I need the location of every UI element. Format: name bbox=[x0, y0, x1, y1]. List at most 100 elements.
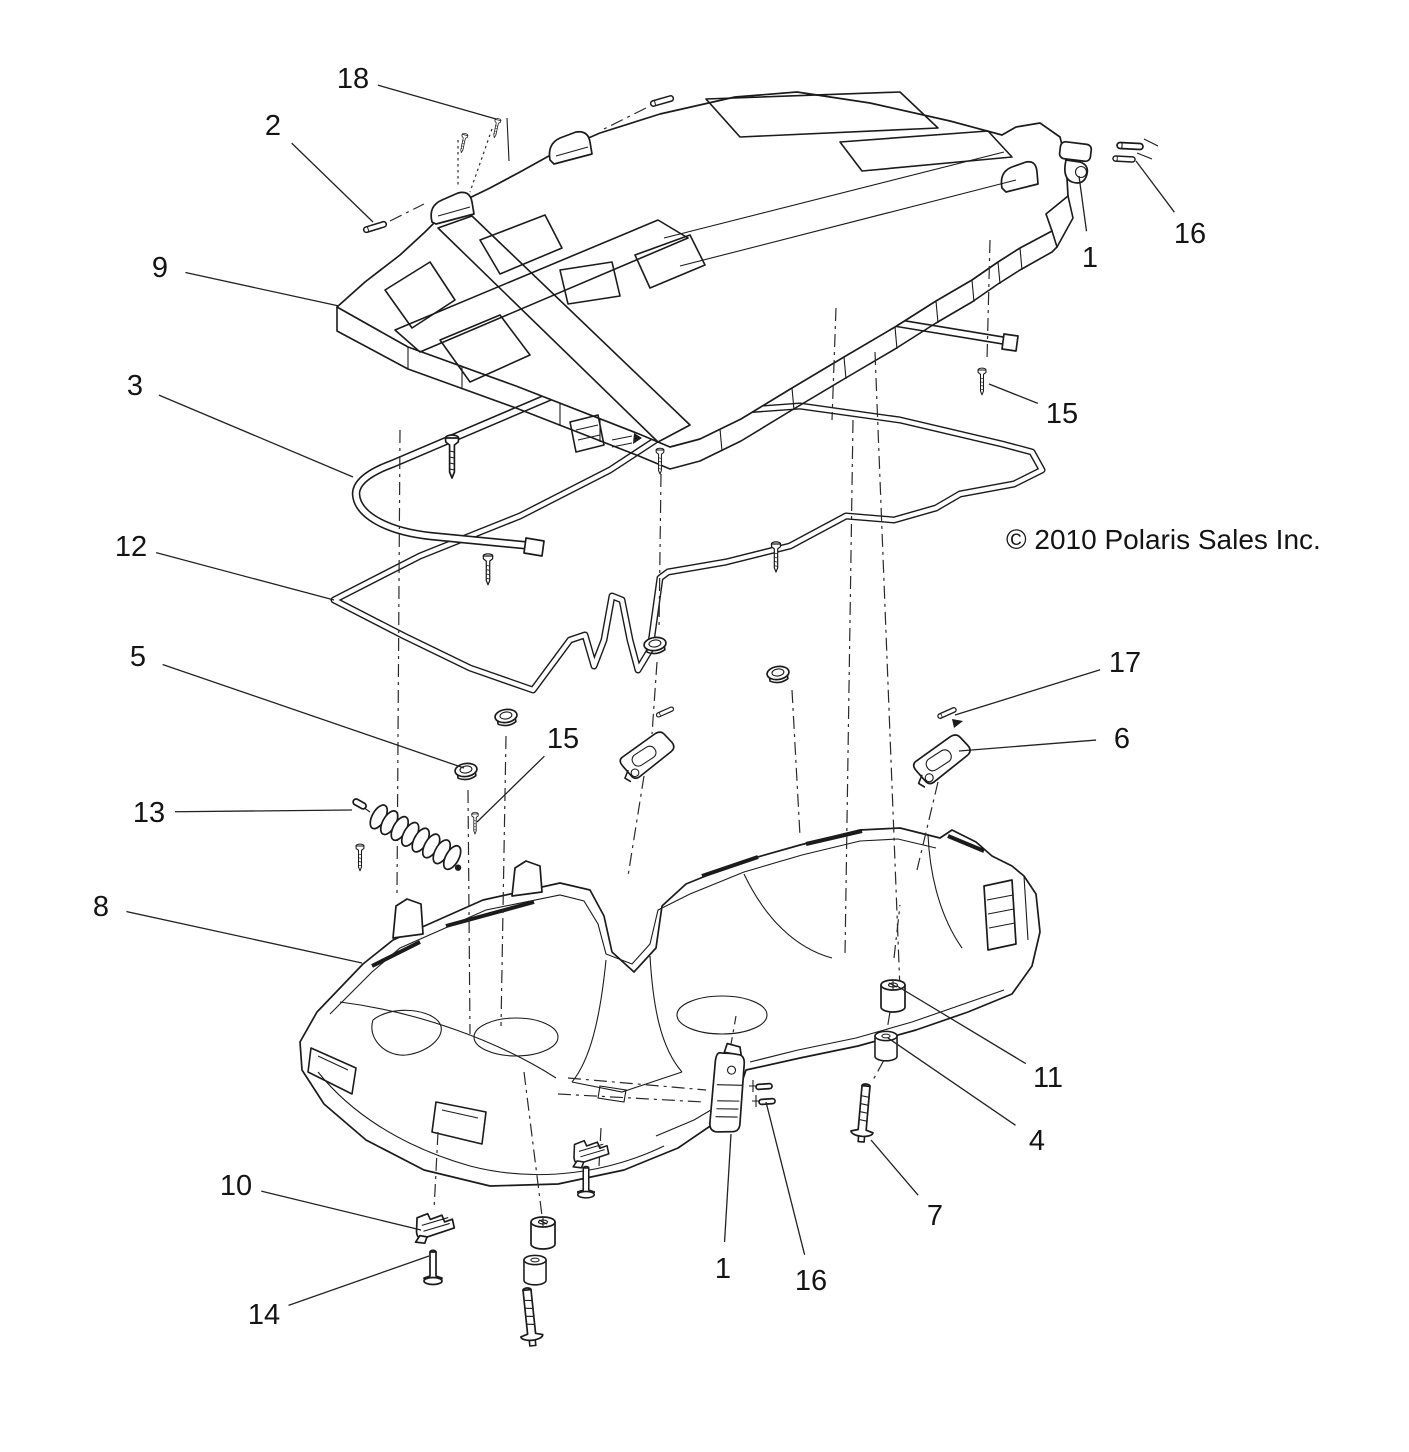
pin-top bbox=[649, 94, 675, 108]
latch-1-bottom bbox=[709, 1042, 746, 1133]
screw-18-left bbox=[458, 132, 469, 154]
callout-label-14: 14 bbox=[248, 1299, 280, 1331]
lid-rear-hole-2 bbox=[839, 130, 1013, 172]
callout-label-12: 12 bbox=[115, 531, 147, 563]
lid-front-skirt bbox=[336, 230, 1058, 470]
screw-mount-1 bbox=[444, 434, 460, 479]
callout-label-13: 13 bbox=[133, 797, 165, 829]
screws-16-bottom bbox=[749, 1080, 776, 1107]
tub-mount-ear-left bbox=[392, 898, 424, 939]
callout-label-1a: 1 bbox=[1082, 242, 1098, 274]
screw-15-top bbox=[977, 367, 987, 396]
lid-hole-2 bbox=[439, 314, 531, 383]
lid-hinge-clip-right bbox=[1000, 160, 1039, 193]
clip-10 bbox=[411, 1210, 457, 1245]
leader-line-18 bbox=[377, 84, 497, 120]
leader-line-9 bbox=[185, 271, 340, 307]
callout-label-15b: 15 bbox=[547, 723, 579, 755]
leader-line-12 bbox=[155, 552, 335, 601]
bushing-4 bbox=[874, 1030, 898, 1062]
tub-handle-cutout-center bbox=[431, 1101, 487, 1145]
pin-17-mate bbox=[655, 705, 675, 719]
lid-hinge-clip-left bbox=[430, 191, 475, 225]
hinge-bracket-1 bbox=[1058, 140, 1093, 184]
projection-lines bbox=[389, 107, 991, 1217]
tub-latch-bracket-right bbox=[983, 879, 1017, 951]
leader-line-11 bbox=[896, 985, 1027, 1065]
lid-hole-4 bbox=[634, 234, 706, 289]
callout-label-11: 11 bbox=[1033, 1062, 1063, 1094]
pin-2 bbox=[362, 220, 388, 234]
leader-line-10 bbox=[261, 1190, 422, 1231]
tub-outline bbox=[299, 827, 1041, 1187]
screw-18-right bbox=[491, 117, 502, 139]
callout-label-18: 18 bbox=[337, 63, 369, 95]
plug-grommet-3 bbox=[642, 635, 669, 656]
latch-striker-6 bbox=[905, 730, 976, 791]
small-parts bbox=[352, 94, 1159, 1348]
callout-label-16b: 16 bbox=[795, 1265, 827, 1297]
leader-line-16a bbox=[1135, 160, 1175, 213]
leader-line-1b bbox=[723, 1133, 732, 1243]
plug-grommet-4 bbox=[765, 664, 792, 685]
bolt-bottom bbox=[515, 1286, 545, 1348]
screw-mount-3 bbox=[655, 447, 665, 475]
tub-interior-curves bbox=[317, 834, 963, 1176]
leader-line-4 bbox=[887, 1037, 1016, 1126]
leader-line-16b bbox=[765, 1101, 806, 1255]
callout-label-3: 3 bbox=[127, 370, 143, 402]
callout-label-9: 9 bbox=[152, 252, 168, 284]
rail-open-end-rear bbox=[1001, 333, 1019, 352]
screw-14 bbox=[423, 1249, 443, 1286]
bolt-7 bbox=[849, 1082, 878, 1144]
pin-17 bbox=[936, 706, 958, 720]
bushing-bottom-2 bbox=[523, 1254, 547, 1286]
tub-center-channel bbox=[571, 955, 683, 1093]
leader-line-17 bbox=[954, 669, 1101, 716]
screw-mount-4 bbox=[770, 541, 782, 573]
leader-line-7 bbox=[870, 1139, 919, 1196]
lid-skirt-ticks bbox=[407, 247, 1023, 452]
callout-label-15a: 15 bbox=[1046, 398, 1078, 430]
leader-line-6 bbox=[958, 739, 1097, 752]
callout-label-8: 8 bbox=[93, 891, 109, 923]
tub-handle-cutout-left bbox=[307, 1047, 357, 1095]
lid-center-recess bbox=[559, 261, 621, 305]
screw-spring-anchor bbox=[355, 843, 365, 872]
latch-striker-mid bbox=[612, 727, 679, 785]
rail-open-end-front bbox=[523, 537, 545, 557]
seal-gasket bbox=[330, 402, 1046, 694]
storage-box-tub bbox=[299, 827, 1041, 1187]
leader-line-2 bbox=[291, 142, 374, 223]
lid-x-brace-band-2 bbox=[394, 219, 689, 353]
pin-16-top-2 bbox=[1112, 155, 1136, 163]
plug-grommet-1 bbox=[453, 761, 480, 782]
leader-line-14 bbox=[288, 1255, 430, 1306]
leader-line-13 bbox=[174, 809, 353, 813]
tub-mount-ear-mid bbox=[511, 860, 543, 897]
screw-15-mid bbox=[471, 812, 479, 835]
callout-label-1b: 1 bbox=[715, 1253, 731, 1285]
latch-arrow-icon bbox=[633, 433, 642, 444]
leader-line-8 bbox=[126, 910, 363, 964]
lid-latch-detail bbox=[569, 414, 605, 453]
tub-basin-recess-left bbox=[371, 1009, 442, 1056]
pin-16-top-1 bbox=[1116, 141, 1144, 151]
leader-line-5 bbox=[162, 663, 465, 769]
callout-label-7: 7 bbox=[927, 1200, 943, 1232]
pin-17-arrow bbox=[952, 719, 963, 728]
callout-label-17: 17 bbox=[1109, 647, 1141, 679]
tub-rim-strips bbox=[371, 829, 985, 968]
tub-front-inner-rim bbox=[749, 989, 1005, 1063]
callout-label-4: 4 bbox=[1029, 1125, 1045, 1157]
lid-rear-hole-1 bbox=[705, 91, 939, 138]
lid-hinge-clip-mid bbox=[548, 130, 593, 165]
leader-line-1a bbox=[1078, 175, 1088, 232]
leader-line-15a bbox=[988, 383, 1039, 405]
callout-label-6: 6 bbox=[1114, 723, 1130, 755]
lid-top-face bbox=[336, 91, 1069, 448]
screw-mount-2 bbox=[482, 553, 494, 586]
